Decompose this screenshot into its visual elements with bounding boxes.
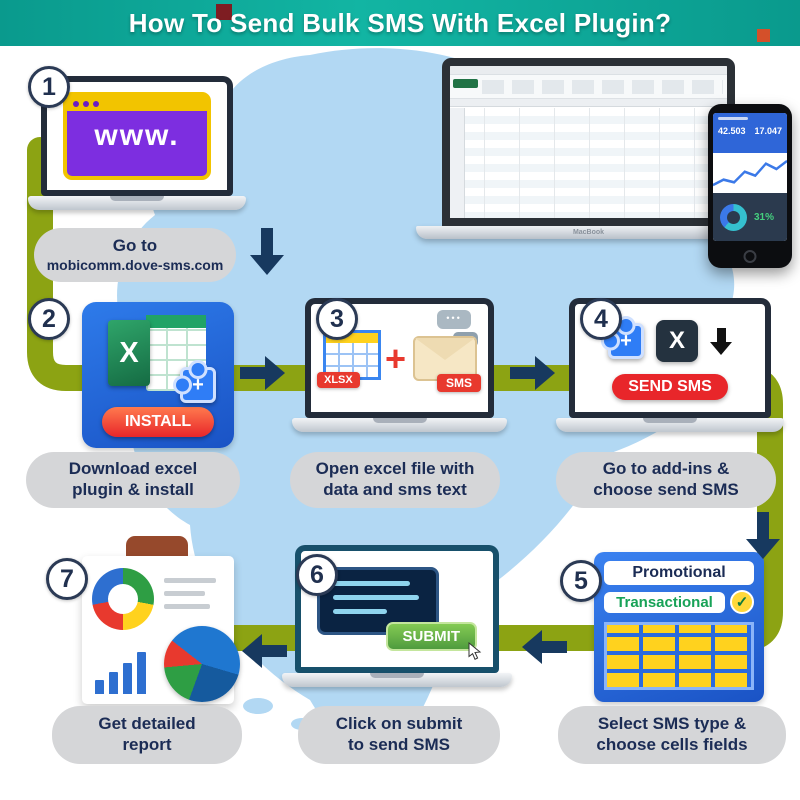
page-title: How To Send Bulk SMS With Excel Plugin?	[128, 7, 672, 38]
phone-analytics-header: 42.503 17.047	[713, 113, 787, 153]
check-icon: ✓	[730, 590, 754, 614]
phone-donut-value: 31%	[754, 211, 775, 223]
step-3-laptop-icon: ••• XLSX + SMS	[292, 298, 507, 432]
bar-chart-icon	[95, 648, 146, 694]
laptop-base	[282, 673, 512, 687]
install-button: INSTALL	[102, 407, 214, 437]
send-sms-button: SEND SMS	[612, 374, 728, 400]
addin-icons-row: + X	[608, 320, 732, 362]
pie-chart-icon	[164, 626, 240, 702]
step-6-caption: Click on submit to send SMS	[298, 706, 500, 764]
cells-grid	[604, 622, 754, 690]
phone-screen: 42.503 17.047 31%	[713, 113, 787, 241]
excel-icon: X +	[108, 315, 216, 403]
phone-donut-section: 31%	[713, 193, 787, 241]
donut-chart-icon	[92, 568, 154, 630]
step-3-number: 3	[316, 298, 358, 340]
step-6-number: 6	[296, 554, 338, 596]
step-3-screen: ••• XLSX + SMS	[305, 298, 494, 418]
step-2-plugin-tile: X + INSTALL	[82, 302, 234, 448]
browser-dot	[73, 100, 79, 107]
report-paper	[82, 556, 240, 704]
xlsx-badge: XLSX	[317, 372, 360, 388]
demo-laptop-screen	[442, 58, 735, 226]
browser-titlebar	[67, 96, 207, 111]
phone-donut-chart	[720, 203, 747, 231]
step-5-caption: Select SMS type & choose cells fields	[558, 706, 786, 764]
sms-badge: SMS	[436, 374, 481, 392]
phone-stats: 42.503 17.047	[718, 126, 782, 136]
submit-button: SUBMIT	[385, 622, 482, 660]
arrow-step5-step6	[522, 630, 567, 664]
step-3-caption: Open excel file with data and sms text	[290, 452, 500, 508]
excel-titlebar	[450, 66, 727, 75]
excel-demo-preview: MacBook 42.503 17.047 31%	[416, 58, 796, 278]
macbook-label: MacBook	[416, 226, 761, 239]
arrow-step2-step3	[240, 356, 285, 390]
step-4-caption: Go to add-ins & choose send SMS	[556, 452, 776, 508]
download-arrow-icon	[710, 327, 732, 355]
step-5-number: 5	[560, 560, 602, 602]
step-2-caption: Download excel plugin & install	[26, 452, 240, 508]
excel-data-rows	[450, 108, 727, 218]
arrow-step1-step2	[250, 228, 284, 275]
transactional-option: Transactional	[604, 591, 725, 613]
step-7-number: 7	[46, 558, 88, 600]
demo-phone: 42.503 17.047 31%	[708, 104, 792, 268]
excel-column-headers	[450, 99, 727, 107]
excel-square-icon: X	[656, 320, 698, 362]
step-1-number: 1	[28, 66, 70, 108]
phone-stat-1: 42.503	[718, 126, 746, 136]
report-text-lines	[164, 578, 222, 617]
browser-screen: www.	[41, 76, 233, 196]
excel-x-panel: X	[108, 320, 150, 386]
cursor-icon	[468, 642, 482, 660]
header-bar: How To Send Bulk SMS With Excel Plugin?	[0, 0, 800, 46]
excel-file-tab	[453, 79, 478, 88]
report-icon	[82, 536, 240, 706]
browser-dot	[83, 100, 89, 107]
decor-square-left	[216, 4, 232, 20]
step-1-laptop-icon: www.	[28, 76, 246, 210]
puzzle-plugin-icon: +	[180, 367, 216, 403]
arrow-step3-step4	[510, 356, 555, 390]
arrow-step6-step7	[242, 634, 287, 668]
phone-stat-2: 17.047	[754, 126, 783, 136]
transactional-row: Transactional ✓	[604, 590, 754, 614]
browser-dot	[93, 100, 99, 107]
browser-window-icon: www.	[63, 92, 211, 180]
decor-square-right	[757, 29, 770, 42]
puzzle-plugin-icon: +	[608, 323, 644, 359]
arrow-step4-step5	[746, 512, 780, 559]
laptop-base	[28, 196, 246, 210]
phone-line-chart	[713, 153, 787, 193]
phone-home-button	[743, 250, 757, 263]
laptop-base	[556, 418, 784, 432]
step-4-number: 4	[580, 298, 622, 340]
www-text: www.	[94, 119, 180, 152]
laptop-base	[292, 418, 507, 432]
step-1-caption: Go to mobicomm.dove-sms.com	[34, 228, 236, 282]
promotional-option: Promotional	[604, 561, 754, 585]
step-2-number: 2	[28, 298, 70, 340]
plus-icon: +	[385, 338, 407, 379]
sms-type-panel: Promotional Transactional ✓	[594, 552, 764, 702]
envelope-icon: SMS	[413, 336, 481, 392]
step-7-caption: Get detailed report	[52, 706, 242, 764]
excel-ribbon	[450, 75, 727, 99]
